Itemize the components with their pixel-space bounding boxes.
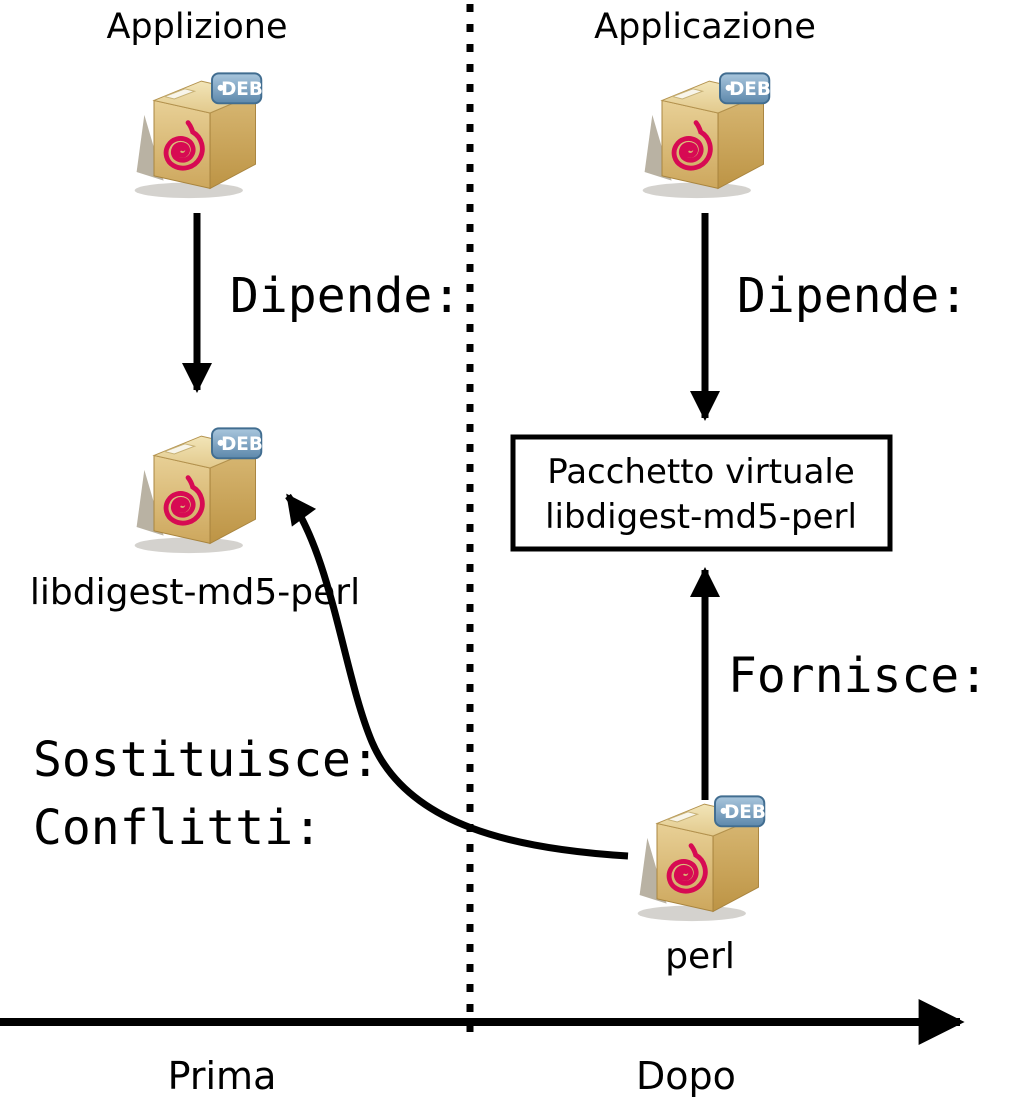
virtual-package-box — [510, 434, 893, 552]
depends-label-right: Dipende: — [737, 268, 968, 324]
provides-label: Fornisce: — [728, 648, 988, 704]
timeline-before-label: Prima — [168, 1054, 277, 1098]
perl-package-label: perl — [665, 936, 735, 977]
package-icon-application-before — [135, 73, 263, 198]
replaces-conflicts-arrow — [285, 493, 629, 860]
virtual-package-line1: Pacchetto virtuale — [547, 452, 855, 492]
conflicts-label: Conflitti: — [33, 800, 322, 856]
package-icon-libdigest-md5-perl — [135, 428, 263, 553]
title-application-before: Applizione — [106, 7, 287, 47]
timeline-after-label: Dopo — [636, 1054, 736, 1098]
virtual-package-line2: libdigest-md5-perl — [545, 497, 857, 537]
depends-label-left: Dipende: — [230, 268, 461, 324]
package-icon-application-after — [643, 73, 771, 198]
package-icon-perl — [638, 796, 766, 921]
title-application-after: Applicazione — [594, 7, 816, 47]
libdigest-package-label: libdigest-md5-perl — [30, 572, 360, 613]
replaces-label: Sostituisce: — [33, 732, 380, 788]
